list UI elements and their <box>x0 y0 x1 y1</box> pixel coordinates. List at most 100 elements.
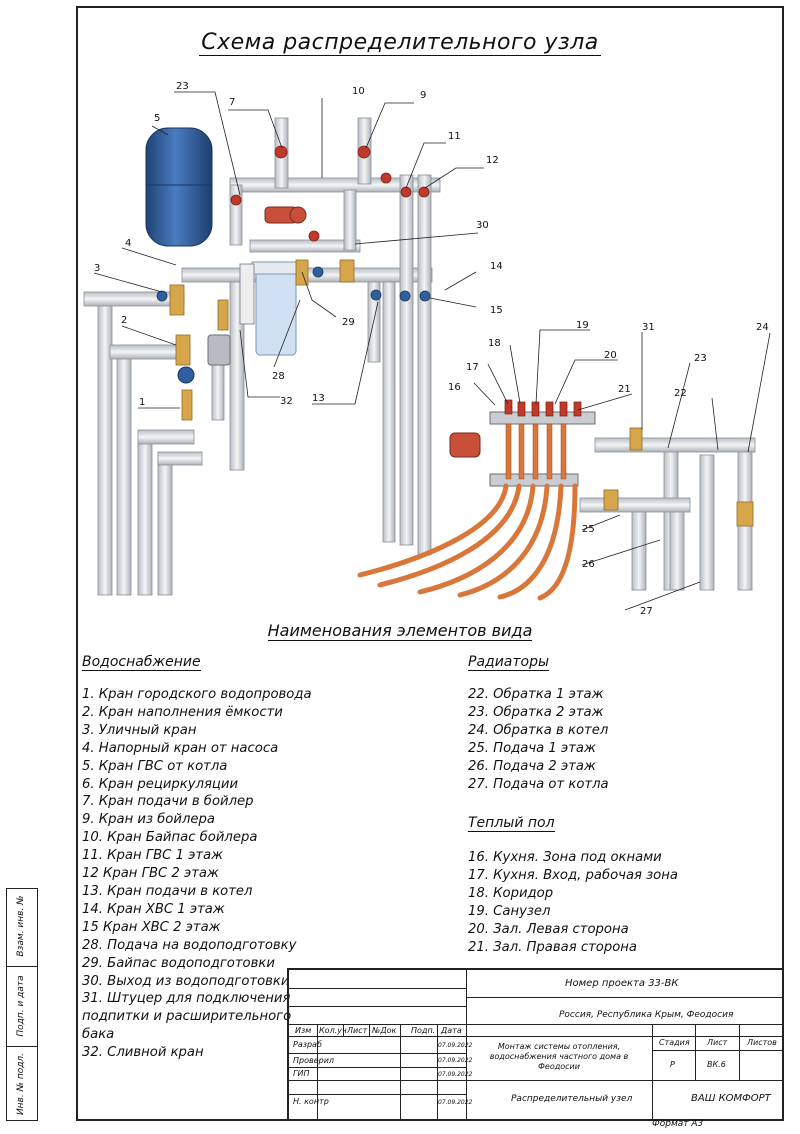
callout-16: 16 <box>448 382 461 393</box>
brass-fittings <box>169 259 355 421</box>
water-supply-item: 13. Кран подачи в котел <box>82 883 253 899</box>
callout-11: 11 <box>448 131 461 142</box>
callout-25: 25 <box>582 524 595 535</box>
col-header: №Док <box>372 1026 397 1035</box>
callout-1: 1 <box>139 397 145 408</box>
side-stamp-label: Инв. № подл. <box>16 1052 26 1116</box>
callout-17: 17 <box>466 362 479 373</box>
radiator-item: 24. Обратка в котел <box>468 722 609 738</box>
floor-heating-item: 17. Кухня. Вход, рабочая зона <box>468 867 678 883</box>
callout-13: 13 <box>312 393 325 404</box>
col-header: Дата <box>441 1026 462 1035</box>
callout-29: 29 <box>342 317 355 328</box>
callout-23: 23 <box>694 353 707 364</box>
leader-lines <box>93 91 771 611</box>
sheet-value: ВК.6 <box>707 1060 726 1069</box>
callout-32: 32 <box>280 396 293 407</box>
callout-6: 23 <box>176 81 189 92</box>
legend-title: Наименования элементов вида <box>267 621 533 641</box>
callout-27: 27 <box>640 606 653 615</box>
floor-heating-item: 16. Кухня. Зона под окнами <box>468 850 662 865</box>
callout-14: 14 <box>490 261 503 272</box>
row-date: 07.09.2022 <box>438 1099 473 1106</box>
callout-9: 9 <box>420 90 426 101</box>
row-role: ГИП <box>293 1069 310 1078</box>
pressure-pump <box>207 334 231 366</box>
company-name: ВАШ КОМФОРТ <box>691 1093 771 1104</box>
drawing-title: Схема распределительного узла <box>199 30 601 56</box>
red-valves <box>230 145 430 242</box>
water-supply-item: 14. Кран ХВС 1 этаж <box>82 901 225 917</box>
floor-heating-list: 16. Кухня. Зона под окнами 17. Кухня. Вхо… <box>468 849 678 956</box>
callout-5: 5 <box>154 113 160 124</box>
water-supply-item: 6. Кран рециркуляции <box>82 776 239 792</box>
sheet-header: Лист <box>707 1038 728 1047</box>
callout-numbers: 23 7 10 9 11 12 5 4 3 2 1 30 14 15 29 28… <box>94 81 769 615</box>
row-role: Н. контр <box>293 1097 329 1106</box>
floor-heating-item: 20. Зал. Левая сторона <box>468 921 629 937</box>
water-meter <box>177 366 195 384</box>
floor-heating-pipes <box>357 483 578 601</box>
expansion-tank <box>145 127 213 247</box>
floor-heating-manifold <box>449 399 596 487</box>
water-supply-item: 4. Напорный кран от насоса <box>82 740 279 756</box>
callout-2: 2 <box>121 315 127 326</box>
blue-valves <box>156 266 431 302</box>
callout-7: 7 <box>229 97 235 108</box>
water-supply-item: 7. Кран подачи в бойлер <box>82 794 254 810</box>
callout-4: 4 <box>125 238 131 249</box>
radiator-item: 27. Подача от котла <box>468 776 609 792</box>
callout-15: 15 <box>490 305 503 316</box>
sheet-name: Распределительный узел <box>511 1094 633 1104</box>
floor-heating-item: 21. Зал. Правая сторона <box>468 939 638 955</box>
water-supply-item: 5. Кран ГВС от котла <box>82 758 228 774</box>
project-location: Россия, Республика Крым, Феодосия <box>559 1010 734 1020</box>
row-role: Проверил <box>293 1056 335 1065</box>
water-supply-item: 30. Выход из водоподготовки <box>82 973 290 989</box>
stage-header: Стадия <box>659 1038 690 1047</box>
callout-20: 20 <box>604 350 617 361</box>
floor-heating-item: 18. Коридор <box>468 885 554 901</box>
radiators-heading: Радиаторы <box>468 654 550 671</box>
callout-28: 28 <box>272 371 285 382</box>
row-date: 07.09.2022 <box>438 1057 473 1064</box>
floor-heating-heading: Теплый пол <box>468 815 555 832</box>
side-stamp: Взам. инв. № Подп. и дата Инв. № подл. <box>6 888 38 1121</box>
piping-diagram: 23 7 10 9 11 12 5 4 3 2 1 30 14 15 29 28… <box>83 81 771 615</box>
left-pipes <box>97 279 245 596</box>
water-supply-item: бака <box>82 1027 115 1043</box>
water-supply-item: 1. Кран городского водопровода <box>82 687 312 702</box>
callout-21: 21 <box>618 384 631 395</box>
callout-12: 12 <box>486 155 499 166</box>
sheet-format: Формат А3 <box>652 1119 704 1129</box>
callout-22: 22 <box>674 388 687 399</box>
project-number: Номер проекта 33-ВК <box>565 978 679 989</box>
callout-26: 26 <box>582 559 595 570</box>
water-supply-item: 15 Кран ХВС 2 этаж <box>82 919 221 935</box>
col-header: Лист <box>347 1026 368 1035</box>
callout-19: 19 <box>576 320 589 331</box>
callout-24: 24 <box>756 322 769 333</box>
radiator-item: 25. Подача 1 этаж <box>468 740 596 756</box>
water-supply-item: 28. Подача на водоподготовку <box>82 937 297 953</box>
water-supply-item: 10. Кран Байпас бойлера <box>82 830 258 846</box>
radiator-fittings <box>603 427 754 527</box>
col-header: Кол.уч <box>319 1026 347 1035</box>
water-supply-item: 3. Уличный кран <box>82 722 197 738</box>
radiator-item: 26. Подача 2 этаж <box>468 758 596 774</box>
floor-heating-item: 19. Санузел <box>468 903 551 919</box>
water-supply-item: подпитки и расширительного <box>82 1009 292 1025</box>
col-header: Изм <box>295 1026 312 1035</box>
callout-31: 31 <box>642 322 655 333</box>
callout-10: 10 <box>352 86 365 97</box>
col-header: Подп. <box>411 1026 436 1035</box>
stage-value: Р <box>670 1060 675 1069</box>
water-supply-item: 9. Кран из бойлера <box>82 812 215 828</box>
radiator-item: 23. Обратка 2 этаж <box>468 704 604 720</box>
circulation-pump <box>264 206 307 224</box>
callout-3: 3 <box>94 263 100 274</box>
row-date: 07.09.2022 <box>438 1071 473 1078</box>
